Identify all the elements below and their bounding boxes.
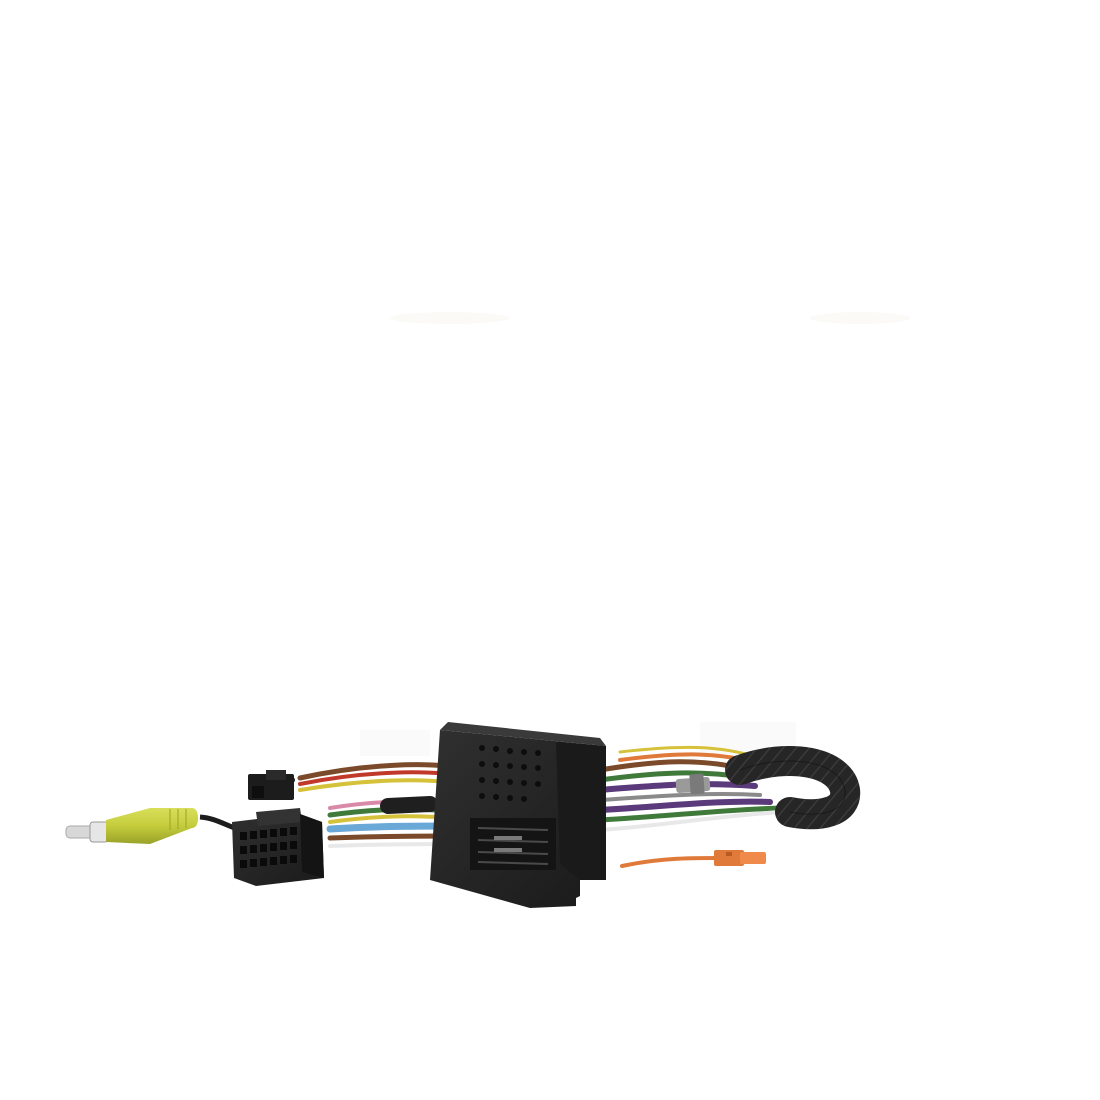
braided-sleeve-icon [725, 745, 861, 830]
rca-plug-icon [65, 808, 198, 844]
faint-background-shapes [360, 312, 910, 756]
antenna-adapter-icon [675, 773, 711, 795]
quadlock-connector-icon [430, 722, 606, 908]
iso-harness-connector-icon [232, 808, 324, 886]
small-top-plug [248, 770, 295, 800]
orange-wire-connector [620, 850, 766, 868]
short-sleeve [380, 796, 438, 814]
